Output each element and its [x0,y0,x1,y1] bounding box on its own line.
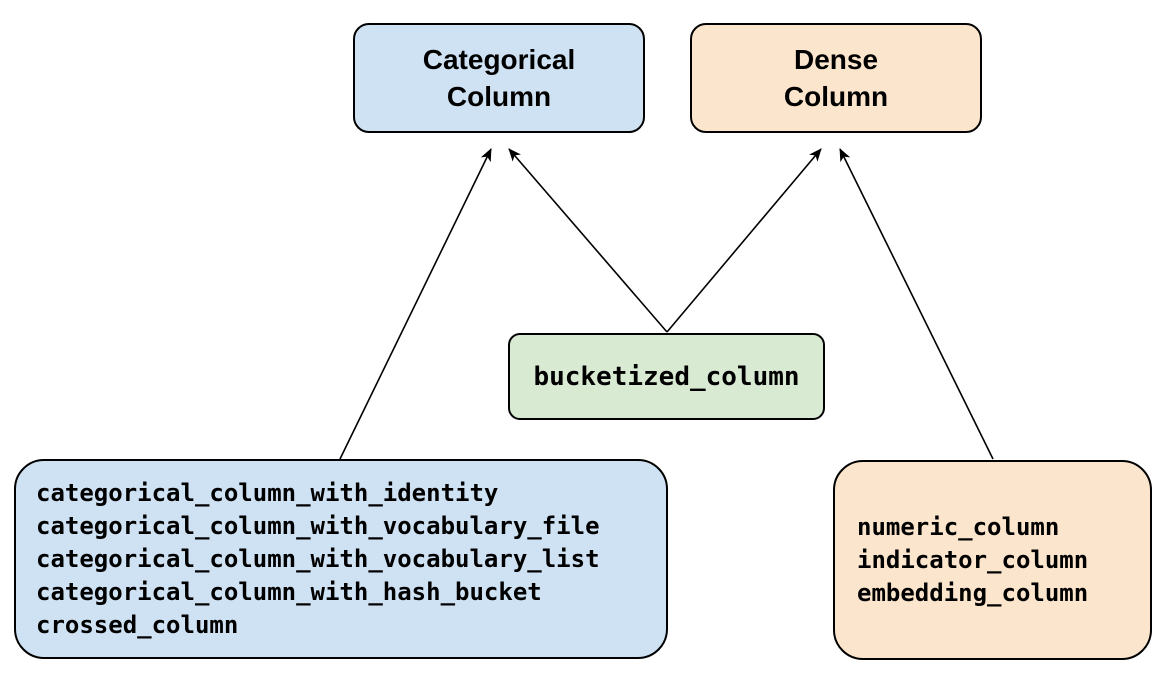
edge-bucketized-to-categorical [508,148,668,333]
list-item-categorical-column-with-vocabulary-list: categorical_column_with_vocabulary_list [36,544,600,573]
node-categorical-column: Categorical Column [353,23,645,133]
list-item-embedding-column: embedding_column [857,578,1089,607]
node-bucketized-column: bucketized_column [508,333,825,420]
node-categorical-column-label: Categorical Column [422,44,576,112]
edge-bucketized-to-dense [666,148,822,333]
list-item-categorical-column-with-hash-bucket: categorical_column_with_hash_bucket [36,577,542,606]
list-item-indicator-column: indicator_column [857,545,1089,574]
node-dense-implementations: numeric_column indicator_column embeddin… [833,460,1152,660]
list-item-crossed-column: crossed_column [36,610,239,639]
list-item-categorical-column-with-vocabulary-file: categorical_column_with_vocabulary_file [36,511,600,540]
node-dense-column: Dense Column [690,23,982,133]
list-item-numeric-column: numeric_column [857,512,1060,541]
node-categorical-implementations: categorical_column_with_identity categor… [14,459,668,659]
node-dense-column-label: Dense Column [783,44,889,112]
edge-categorical-impls-to-categorical [339,148,492,460]
list-item-categorical-column-with-identity: categorical_column_with_identity [36,478,499,507]
edge-dense-impls-to-dense [839,148,994,460]
node-bucketized-column-label: bucketized_column [533,361,800,392]
